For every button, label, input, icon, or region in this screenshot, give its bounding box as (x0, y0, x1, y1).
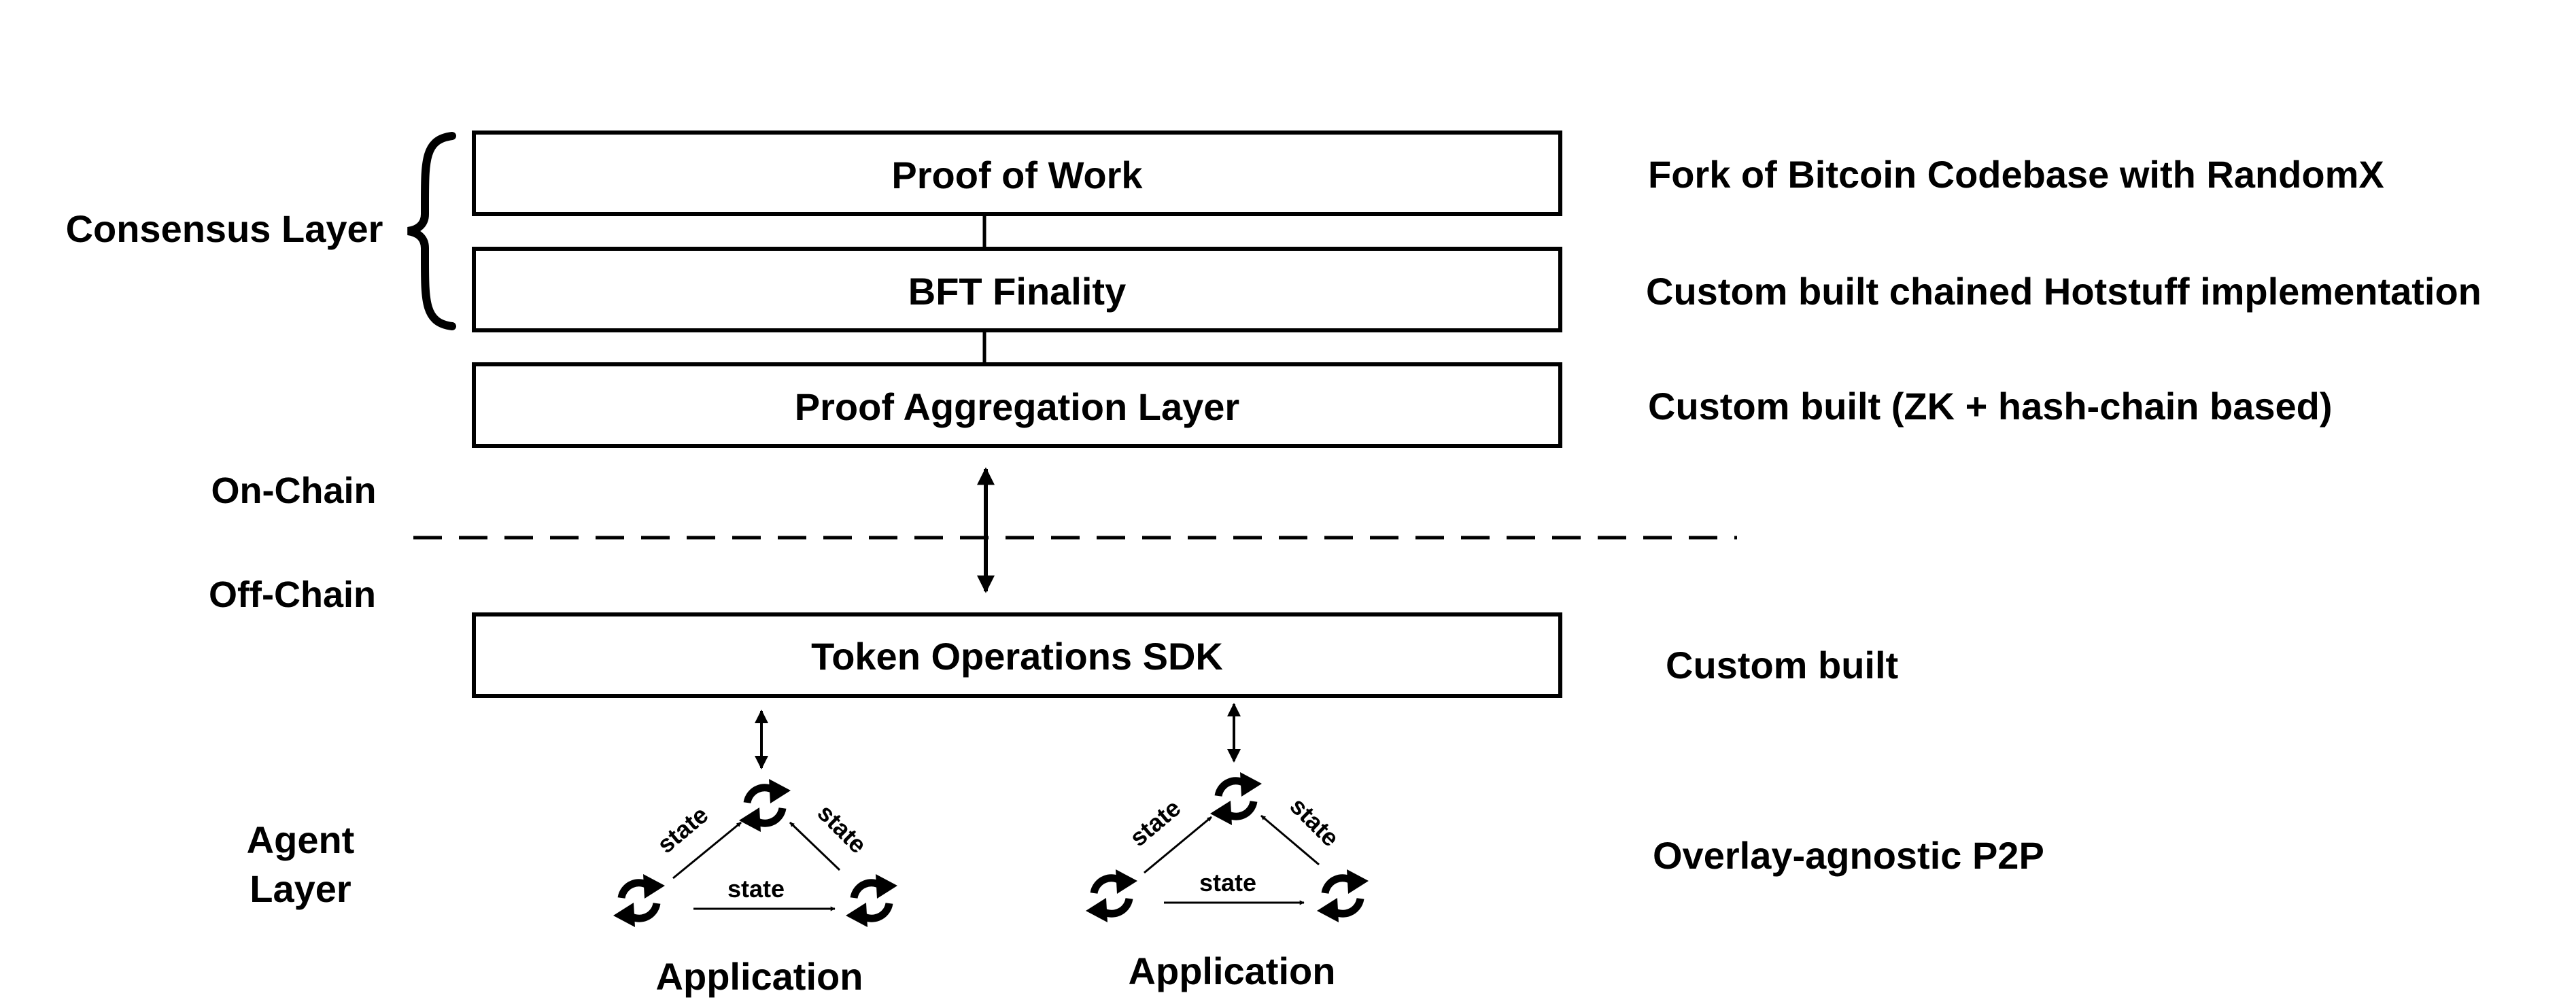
consensus-layer-label: Consensus Layer (66, 207, 383, 250)
state-edge-arrow (672, 821, 742, 880)
proof-of-work-label: Proof of Work (891, 154, 1143, 196)
state-edge-arrow (1144, 816, 1212, 874)
refresh-cycle-icon (739, 779, 791, 832)
state-edge-label: state (1199, 869, 1256, 897)
proof-of-work-box: Proof of Work (472, 131, 1562, 216)
application-cluster-1: state state state Application (613, 710, 897, 998)
refresh-cycle-icon (1317, 869, 1369, 922)
application-label: Application (1129, 950, 1336, 992)
agent-description: Overlay-agnostic P2P (1653, 834, 2044, 877)
refresh-cycle-icon (1086, 869, 1137, 922)
consensus-brace (407, 132, 456, 330)
bft-finality-box: BFT Finality (472, 247, 1562, 332)
bft-finality-label: BFT Finality (908, 270, 1126, 313)
state-edge-label: state (1124, 794, 1186, 852)
off-chain-label: Off-Chain (209, 574, 376, 615)
state-edge-arrow (1260, 814, 1320, 866)
sdk-description: Custom built (1666, 644, 1898, 687)
agent-layer-label-line2: Layer (250, 867, 351, 910)
agent-layer-label-line1: Agent (247, 818, 355, 861)
aggregation-description: Custom built (ZK + hash-chain based) (1648, 385, 2333, 428)
refresh-cycle-icon (613, 874, 665, 927)
refresh-cycle-icon (846, 874, 897, 927)
pow-description: Fork of Bitcoin Codebase with RandomX (1648, 153, 2384, 196)
refresh-cycle-icon (1210, 772, 1262, 825)
token-operations-sdk-box: Token Operations SDK (472, 612, 1562, 698)
state-edge-arrow (789, 821, 841, 871)
on-chain-label: On-Chain (211, 470, 377, 511)
state-edge-label: state (652, 801, 714, 858)
bft-description: Custom built chained Hotstuff implementa… (1646, 270, 2481, 313)
state-edge-label: state (727, 875, 785, 903)
proof-aggregation-box: Proof Aggregation Layer (472, 362, 1562, 448)
application-label: Application (656, 955, 863, 998)
state-edge-label: state (812, 799, 872, 858)
proof-aggregation-label: Proof Aggregation Layer (795, 385, 1239, 428)
token-operations-sdk-label: Token Operations SDK (811, 635, 1223, 678)
application-cluster-2: state state state Application (1086, 703, 1369, 992)
